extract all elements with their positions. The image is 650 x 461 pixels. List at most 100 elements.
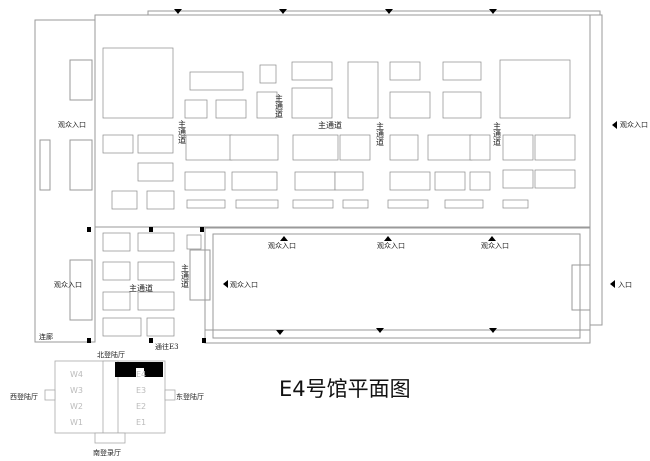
main-aisle-label: 主通道 [376, 121, 385, 147]
booth[interactable] [184, 99, 208, 119]
hall-w2: W2 [70, 402, 83, 411]
booth[interactable] [434, 171, 466, 191]
audience-entrance-west[interactable]: 观众入口 [58, 121, 86, 129]
entrance-arrow-icon [488, 236, 496, 241]
audience-entrance-east[interactable]: 观众入口 [620, 121, 648, 129]
entrance-arrow-icon [376, 328, 384, 333]
audience-entrance-2[interactable]: 观众入口 [377, 242, 405, 250]
entrance-arrow-icon [489, 328, 497, 333]
booth[interactable] [102, 261, 131, 281]
hall-e1: E1 [136, 418, 146, 427]
booth[interactable] [111, 190, 138, 210]
booth[interactable] [235, 199, 279, 209]
booth[interactable] [469, 134, 491, 161]
booth[interactable] [334, 171, 364, 191]
booth[interactable] [229, 134, 279, 161]
booth[interactable] [442, 61, 482, 81]
main-aisle-label: 主通道 [493, 121, 502, 147]
to-e3-label[interactable]: 通往E3 [155, 342, 179, 351]
booth[interactable] [339, 134, 371, 161]
entrance-arrow-icon [612, 121, 617, 129]
booth[interactable] [499, 59, 571, 119]
booth[interactable] [502, 199, 529, 209]
main-aisle-label: 主通道 [318, 120, 342, 130]
booth[interactable] [259, 64, 277, 84]
booth[interactable] [256, 91, 278, 119]
main-aisle-label: 主通道 [178, 119, 187, 145]
booth[interactable] [292, 199, 334, 209]
booth[interactable] [342, 199, 369, 209]
booth[interactable] [389, 171, 431, 191]
page-title: E4号馆平面图 [279, 377, 411, 401]
booth[interactable] [102, 291, 131, 311]
pillar-marker [200, 227, 204, 232]
pillar-marker [87, 338, 91, 343]
booths [102, 47, 576, 337]
entrance-labels: 观众入口观众入口观众入口观众入口观众入口观众入口观众入口入口 [54, 121, 648, 289]
booth[interactable] [534, 169, 576, 189]
booth[interactable] [291, 61, 333, 81]
booth[interactable] [102, 134, 134, 154]
booth[interactable] [231, 171, 278, 191]
audience-entrance-3[interactable]: 观众入口 [481, 242, 509, 250]
hall-w1: W1 [70, 418, 83, 427]
booth[interactable] [389, 61, 421, 81]
booth[interactable] [389, 134, 419, 161]
main-aisle-label: 主通道 [181, 263, 190, 289]
audience-entrance-southwest[interactable]: 观众入口 [54, 281, 82, 289]
booth[interactable] [444, 199, 484, 209]
hall-e3: E3 [136, 386, 146, 395]
booth[interactable] [137, 291, 175, 311]
entrance-arrow-icon [223, 280, 228, 288]
booth[interactable] [137, 162, 174, 182]
booth[interactable] [534, 134, 576, 161]
booth[interactable] [185, 134, 233, 161]
hall-w3: W3 [70, 386, 83, 395]
booth[interactable] [442, 91, 482, 119]
pillar-marker [87, 227, 91, 232]
audience-entrance-inner[interactable]: 观众入口 [230, 281, 258, 289]
aisle-labels: 主通道主通道主通道主通道主通道主通道主通道 [129, 93, 502, 293]
north-hall-label: 北登陆厅 [97, 350, 125, 359]
entrance-arrow-icon [280, 236, 288, 241]
booth[interactable] [291, 87, 333, 119]
entrance-arrow-icon [610, 280, 615, 288]
booth[interactable] [502, 169, 534, 189]
booth[interactable] [137, 134, 174, 154]
booth[interactable] [184, 171, 226, 191]
booth[interactable] [102, 317, 142, 337]
booth[interactable] [189, 71, 244, 91]
booth[interactable] [102, 232, 131, 252]
corridor-label: 连廊 [39, 332, 53, 341]
booth[interactable] [389, 91, 431, 119]
entrance-arrow-icon [384, 236, 392, 241]
booth[interactable] [137, 232, 175, 252]
booth[interactable] [137, 261, 175, 281]
booth[interactable] [347, 61, 379, 119]
entrance-arrow-icon [279, 9, 287, 14]
booth[interactable] [146, 317, 175, 337]
booth[interactable] [427, 134, 473, 161]
entrance-arrow-icon [489, 9, 497, 14]
booth[interactable] [387, 199, 429, 209]
door-markers [87, 9, 617, 343]
entrance-arrow-icon [276, 330, 284, 335]
booth[interactable] [469, 171, 491, 191]
booth[interactable] [186, 234, 202, 250]
hall-e4: E4 [136, 370, 146, 379]
booth[interactable] [294, 171, 336, 191]
pillar-marker [202, 338, 206, 343]
entrance-east[interactable]: 入口 [618, 281, 632, 289]
hall-w4: W4 [70, 370, 83, 379]
audience-entrance-1[interactable]: 观众入口 [268, 242, 296, 250]
entrance-arrow-icon [174, 9, 182, 14]
booth[interactable] [215, 99, 247, 119]
booth[interactable] [502, 134, 534, 161]
booth[interactable] [186, 199, 226, 209]
pillar-marker [149, 227, 153, 232]
main-aisle-label: 主通道 [275, 93, 284, 119]
booth[interactable] [146, 190, 175, 210]
booth[interactable] [102, 47, 174, 119]
booth[interactable] [292, 134, 339, 161]
